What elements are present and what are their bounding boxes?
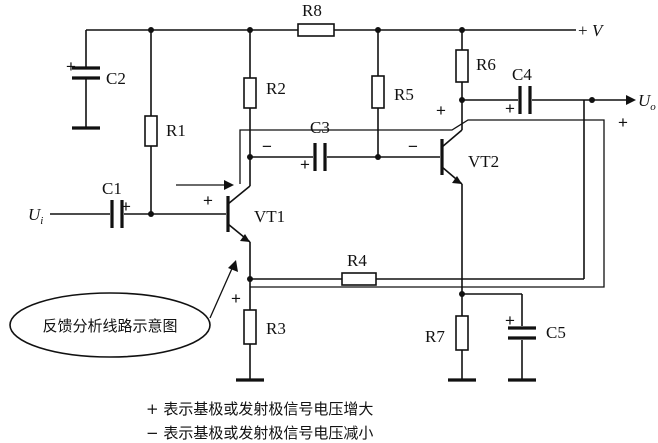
supply-sign: + [578,21,588,40]
r7-label: R7 [425,327,445,346]
legend-plus: + 表示基极或发射极信号电压增大 [146,400,373,418]
resistor-r1 [144,115,158,147]
input-label: Ui [28,205,43,227]
c1-label: C1 [102,179,122,198]
vt2-collector-sign: + [436,101,446,120]
resistor-r7 [455,315,469,351]
vt1-base-sign: + [203,191,213,210]
callout-text: 反馈分析线路示意图 [42,317,177,335]
feedback-path [176,119,605,319]
capacitor-c4 [518,86,532,114]
vt2-base-sign: − [408,137,418,156]
output-sign: + [618,113,628,132]
output-label: Uo [638,91,656,113]
vt1-label: VT1 [254,207,285,226]
vt2-label: VT2 [468,152,499,171]
transistor-vt1 [226,185,251,243]
vt1-emitter-sign: + [231,289,241,308]
r1-label: R1 [166,121,186,140]
resistor-r8 [297,23,335,37]
r5-label: R5 [394,85,414,104]
r2-label: R2 [266,79,286,98]
resistor-r4 [341,272,377,286]
r8-label: R8 [302,1,322,20]
capacitor-c1 [110,200,124,228]
c4-polarity: + [505,99,515,118]
c1-polarity: + [121,197,131,216]
r6-label: R6 [476,55,496,74]
resistor-r3 [243,309,257,345]
junction-output [589,97,595,103]
r4-label: R4 [347,251,367,270]
r3-label: R3 [266,319,286,338]
capacitor-c3 [313,143,327,171]
c3-label: C3 [310,118,330,137]
resistor-r6 [455,49,469,83]
output-arrow [626,95,636,105]
callout-ellipse [9,292,211,358]
c5-label: C5 [546,323,566,342]
c4-label: C4 [512,65,532,84]
vt1-collector-sign: − [262,137,272,156]
supply-voltage-label: V [592,21,605,40]
c5-polarity: + [505,311,515,330]
c2-polarity: + [66,57,76,76]
resistor-r2 [243,77,257,109]
capacitor-c5 [508,326,536,340]
legend-minus: − 表示基极或发射极信号电压减小 [146,424,373,442]
c3-polarity: + [300,155,310,174]
capacitor-c2 [72,30,100,130]
transistor-vt2 [440,129,463,185]
resistor-r5 [371,75,385,109]
junction-vt2-base [375,154,381,160]
c2-label: C2 [106,69,126,88]
